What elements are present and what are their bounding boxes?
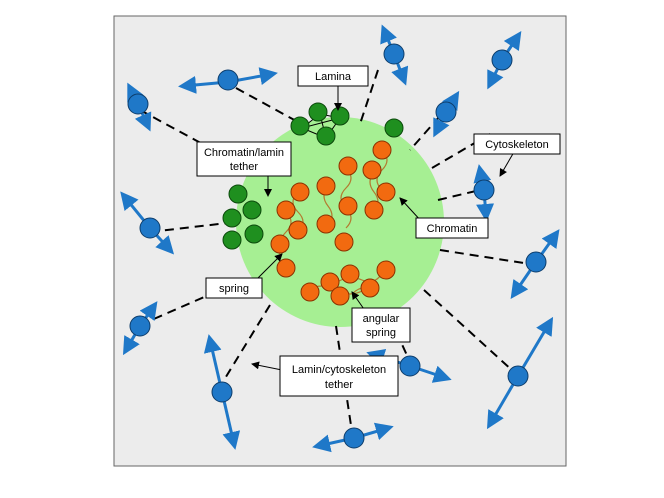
lamina-beads <box>222 102 404 250</box>
label-lamin-cytoskeleton-tether-line2: tether <box>325 379 353 391</box>
cytoskeleton-bead <box>312 422 394 453</box>
label-lamin-cytoskeleton-tether-line1: Lamin/cytoskeleton <box>292 364 386 376</box>
label-chromatin-lamin-tether-line1: Chromatin/lamin <box>204 147 284 159</box>
cytoskeleton-bead <box>203 334 241 450</box>
cytoskeleton-bead <box>486 316 554 430</box>
label-spring-text: spring <box>219 283 249 295</box>
cytoskeleton-bead <box>380 24 409 86</box>
label-cytoskeleton: Cytoskeleton <box>473 133 561 155</box>
cytoskeleton-bead <box>122 301 158 356</box>
cytoskeleton-bead <box>178 67 278 94</box>
label-lamin-cytoskeleton-tether: Lamin/cytoskeleton tether <box>279 355 399 397</box>
label-chromatin-lamin-tether-line2: tether <box>230 161 258 173</box>
cytoskeleton-bead <box>473 164 495 222</box>
cytoskeleton-bead <box>127 82 152 132</box>
cytoskeleton-bead <box>120 191 175 255</box>
label-chromatin: Chromatin <box>415 217 489 239</box>
label-lamina: Lamina <box>297 65 369 87</box>
label-chromatin-lamin-tether: Chromatin/lamin tether <box>196 141 292 177</box>
cytoskeleton-bead <box>487 31 522 90</box>
label-angular-spring-line2: spring <box>366 327 396 339</box>
label-cytoskeleton-text: Cytoskeleton <box>485 139 549 151</box>
label-angular-spring: angular spring <box>351 307 411 343</box>
label-spring: spring <box>205 277 263 299</box>
cytoskeleton-beads <box>120 24 560 453</box>
chromatin-beads <box>270 140 396 306</box>
cytoskeleton-bead <box>433 90 460 138</box>
label-chromatin-text: Chromatin <box>427 223 478 235</box>
cytoskeleton-bead <box>510 229 560 299</box>
label-lamina-text: Lamina <box>315 71 352 83</box>
label-angular-spring-line1: angular <box>363 313 400 325</box>
